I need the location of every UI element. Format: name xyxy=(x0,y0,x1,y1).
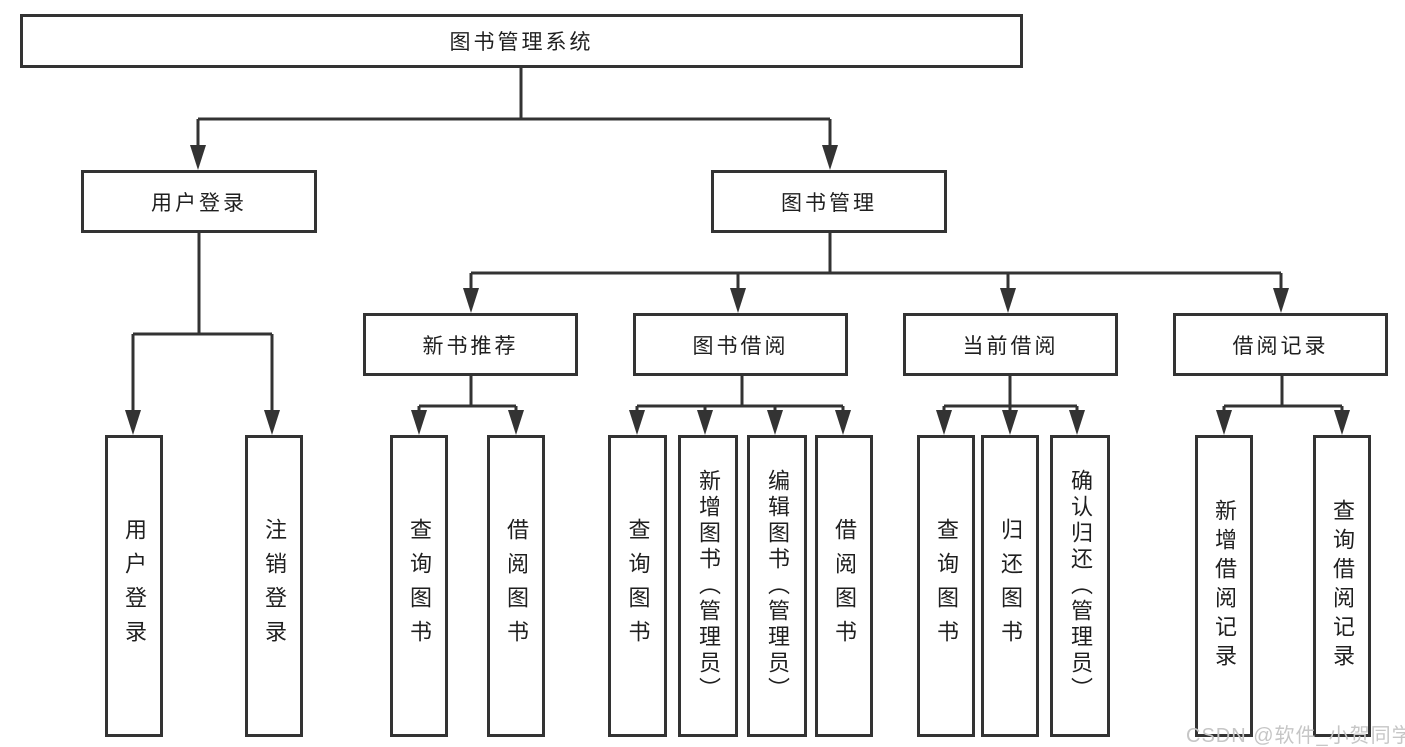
leaf-user-login: 用户登录 xyxy=(105,435,163,737)
leaf-query-books-recommend: 查询图书 xyxy=(390,435,448,737)
leaf-query-books-borrowing-label: 查询图书 xyxy=(625,518,651,654)
node-new-book-recommend-label: 新书推荐 xyxy=(422,334,519,358)
node-new-book-recommend: 新书推荐 xyxy=(363,313,578,376)
leaf-query-books-recommend-label: 查询图书 xyxy=(407,518,432,654)
leaf-edit-book-admin: 编辑图书（管理员） xyxy=(747,435,807,737)
node-book-management: 图书管理 xyxy=(711,170,947,233)
node-current-borrowing-label: 当前借阅 xyxy=(962,334,1059,358)
leaf-borrow-books-borrowing-label: 借阅图书 xyxy=(832,518,857,654)
leaf-logout: 注销登录 xyxy=(245,435,303,737)
leaf-edit-book-admin-label: 编辑图书（管理员） xyxy=(765,469,790,703)
leaf-query-books-borrowing: 查询图书 xyxy=(608,435,667,737)
node-borrowing-records-label: 借阅记录 xyxy=(1232,334,1329,358)
leaf-confirm-return-admin-label: 确认归还（管理员） xyxy=(1068,469,1093,703)
leaf-borrow-books-recommend: 借阅图书 xyxy=(487,435,545,737)
leaf-return-books-label: 归还图书 xyxy=(998,518,1023,654)
node-book-borrowing-label: 图书借阅 xyxy=(692,334,789,358)
leaf-query-borrow-record-label: 查询借阅记录 xyxy=(1330,499,1355,673)
leaf-return-books: 归还图书 xyxy=(981,435,1039,737)
node-book-management-label: 图书管理 xyxy=(781,191,877,215)
leaf-confirm-return-admin: 确认归还（管理员） xyxy=(1050,435,1110,737)
leaf-borrow-books-recommend-label: 借阅图书 xyxy=(504,518,529,654)
node-borrowing-records: 借阅记录 xyxy=(1173,313,1388,376)
csdn-watermark: CSDN @软件_小贺同学 xyxy=(1186,725,1405,747)
leaf-borrow-books-borrowing: 借阅图书 xyxy=(815,435,873,737)
leaf-add-book-admin-label: 新增图书（管理员） xyxy=(696,469,721,703)
node-library-system: 图书管理系统 xyxy=(20,14,1023,68)
leaf-add-borrow-record: 新增借阅记录 xyxy=(1195,435,1253,737)
leaf-query-books-current: 查询图书 xyxy=(917,435,975,737)
node-user-login-label: 用户登录 xyxy=(151,191,247,215)
node-current-borrowing: 当前借阅 xyxy=(903,313,1118,376)
leaf-query-books-current-label: 查询图书 xyxy=(934,518,959,654)
node-user-login: 用户登录 xyxy=(81,170,317,233)
leaf-add-borrow-record-label: 新增借阅记录 xyxy=(1212,499,1237,673)
leaf-logout-label: 注销登录 xyxy=(262,518,287,654)
node-library-system-label: 图书管理系统 xyxy=(449,31,594,54)
leaf-query-borrow-record: 查询借阅记录 xyxy=(1313,435,1371,737)
leaf-add-book-admin: 新增图书（管理员） xyxy=(678,435,738,737)
leaf-user-login-label: 用户登录 xyxy=(122,518,147,654)
node-book-borrowing: 图书借阅 xyxy=(633,313,848,376)
